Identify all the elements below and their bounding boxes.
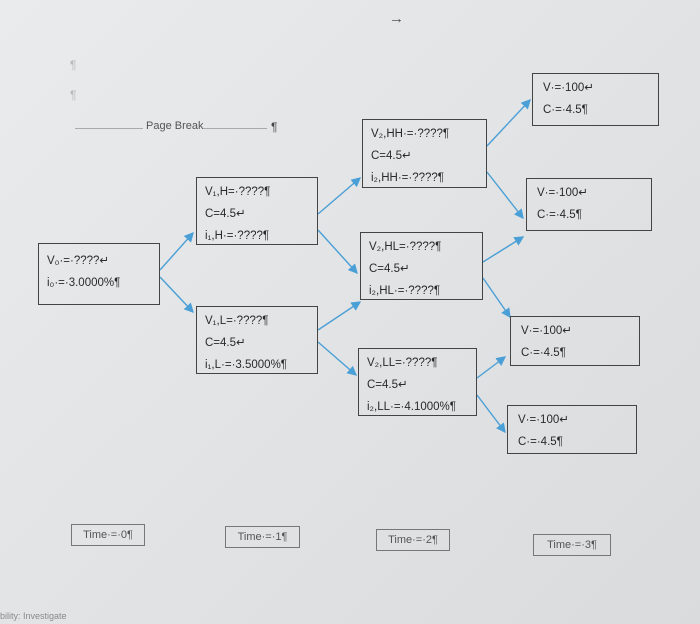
status-bar-accessibility[interactable]: bility: Investigate — [0, 611, 67, 621]
node-t3-1-coupon: C·=·4.5¶ — [543, 104, 588, 116]
arrow-t1h-to-t2hh — [317, 177, 362, 215]
arrow-t2ll-to-t3-4 — [476, 394, 506, 434]
node-t0-value: V₀·=·????↵ — [47, 255, 110, 267]
node-t2-hh-rate: i₂,HH·=·????¶ — [371, 172, 444, 184]
node-t2-hl-value: V₂,HL=·????¶ — [369, 241, 442, 253]
node-t3-1-value: V·=·100↵ — [543, 82, 594, 94]
node-t2-ll-value: V₂,LL=·????¶ — [367, 357, 438, 369]
node-t3-3-value: V·=·100↵ — [521, 325, 572, 337]
node-t2-hh-value: V₂,HH·=·????¶ — [371, 128, 450, 140]
time-label-1: Time·=·1¶ — [225, 526, 300, 548]
node-t2-hh[interactable]: V₂,HH·=·????¶ C=4.5↵ i₂,HH·=·????¶ — [362, 119, 487, 188]
time-label-2: Time·=·2¶ — [376, 529, 450, 551]
pilcrow-mark-1: ¶ — [70, 58, 77, 72]
arrow-t2ll-to-t3-3 — [476, 356, 507, 379]
node-t2-hl-rate: i₂,HL·=·????¶ — [369, 285, 441, 297]
node-t3-2[interactable]: V·=·100↵ C·=·4.5¶ — [526, 178, 652, 231]
node-t3-3[interactable]: V·=·100↵ C·=·4.5¶ — [510, 316, 640, 366]
node-t1-high-value: V₁,H=·????¶ — [205, 186, 271, 198]
arrow-t0-to-t1-low — [159, 276, 194, 314]
time-label-3: Time·=·3¶ — [533, 534, 611, 556]
arrow-t2hh-to-t3-1 — [486, 98, 531, 147]
node-t3-2-value: V·=·100↵ — [537, 187, 588, 199]
node-t2-ll[interactable]: V₂,LL=·????¶ C=4.5↵ i₂,LL·=·4.1000%¶ — [358, 348, 477, 416]
node-t0-rate: i₀·=·3.0000%¶ — [47, 277, 121, 289]
node-t2-hl[interactable]: V₂,HL=·????¶ C=4.5↵ i₂,HL·=·????¶ — [360, 232, 483, 300]
arrow-t0-to-t1-high — [159, 231, 194, 271]
arrow-t2hl-to-t3-3 — [482, 277, 511, 319]
node-t3-4-value: V·=·100↵ — [518, 414, 569, 426]
node-t1-high[interactable]: V₁,H=·????¶ C=4.5↵ i₁,H·=·????¶ — [196, 177, 318, 245]
node-t3-1[interactable]: V·=·100↵ C·=·4.5¶ — [532, 73, 659, 126]
node-t3-4[interactable]: V·=·100↵ C·=·4.5¶ — [507, 405, 637, 454]
node-t1-low-coupon: C=4.5↵ — [205, 337, 246, 349]
top-arrow-mark: → — [389, 10, 404, 27]
node-t3-2-coupon: C·=·4.5¶ — [537, 209, 582, 221]
page-break-line-right — [203, 128, 267, 129]
page-break-pilcrow: ¶ — [271, 120, 278, 134]
time-label-0: Time·=·0¶ — [71, 524, 145, 546]
node-t2-hl-coupon: C=4.5↵ — [369, 263, 410, 275]
arrow-t1h-to-t2hl — [317, 229, 358, 275]
arrow-t1l-to-t2hl — [317, 301, 362, 331]
arrow-t1l-to-t2ll — [317, 341, 358, 376]
node-t2-hh-coupon: C=4.5↵ — [371, 150, 412, 162]
arrow-t2hl-to-t3-2 — [482, 236, 525, 263]
page-break-line-left — [75, 128, 143, 129]
node-t0[interactable]: V₀·=·????↵ i₀·=·3.0000%¶ — [38, 243, 160, 305]
node-t1-low-rate: i₁,L·=·3.5000%¶ — [205, 359, 287, 371]
pilcrow-mark-2: ¶ — [70, 88, 77, 102]
node-t1-high-coupon: C=4.5↵ — [205, 208, 246, 220]
node-t2-ll-coupon: C=4.5↵ — [367, 379, 408, 391]
node-t1-high-rate: i₁,H·=·????¶ — [205, 230, 270, 242]
node-t3-4-coupon: C·=·4.5¶ — [518, 436, 563, 448]
node-t1-low-value: V₁,L=·????¶ — [205, 315, 269, 327]
page-break-label: Page Break — [146, 120, 204, 132]
arrow-t2hh-to-t3-2 — [486, 171, 524, 220]
node-t2-ll-rate: i₂,LL·=·4.1000%¶ — [367, 401, 456, 413]
node-t3-3-coupon: C·=·4.5¶ — [521, 347, 566, 359]
node-t1-low[interactable]: V₁,L=·????¶ C=4.5↵ i₁,L·=·3.5000%¶ — [196, 306, 318, 374]
